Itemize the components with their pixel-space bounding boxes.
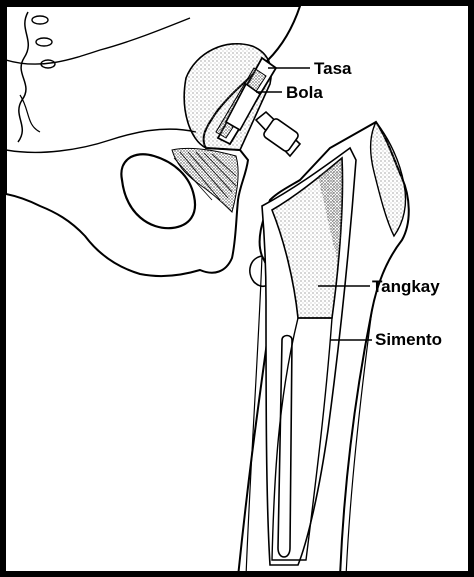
label-cement: Simento (375, 330, 442, 349)
label-cup: Tasa (314, 59, 352, 78)
pelvis-bone (6, 6, 300, 276)
label-ball: Bola (286, 83, 323, 102)
label-stem: Tangkay (372, 277, 440, 296)
